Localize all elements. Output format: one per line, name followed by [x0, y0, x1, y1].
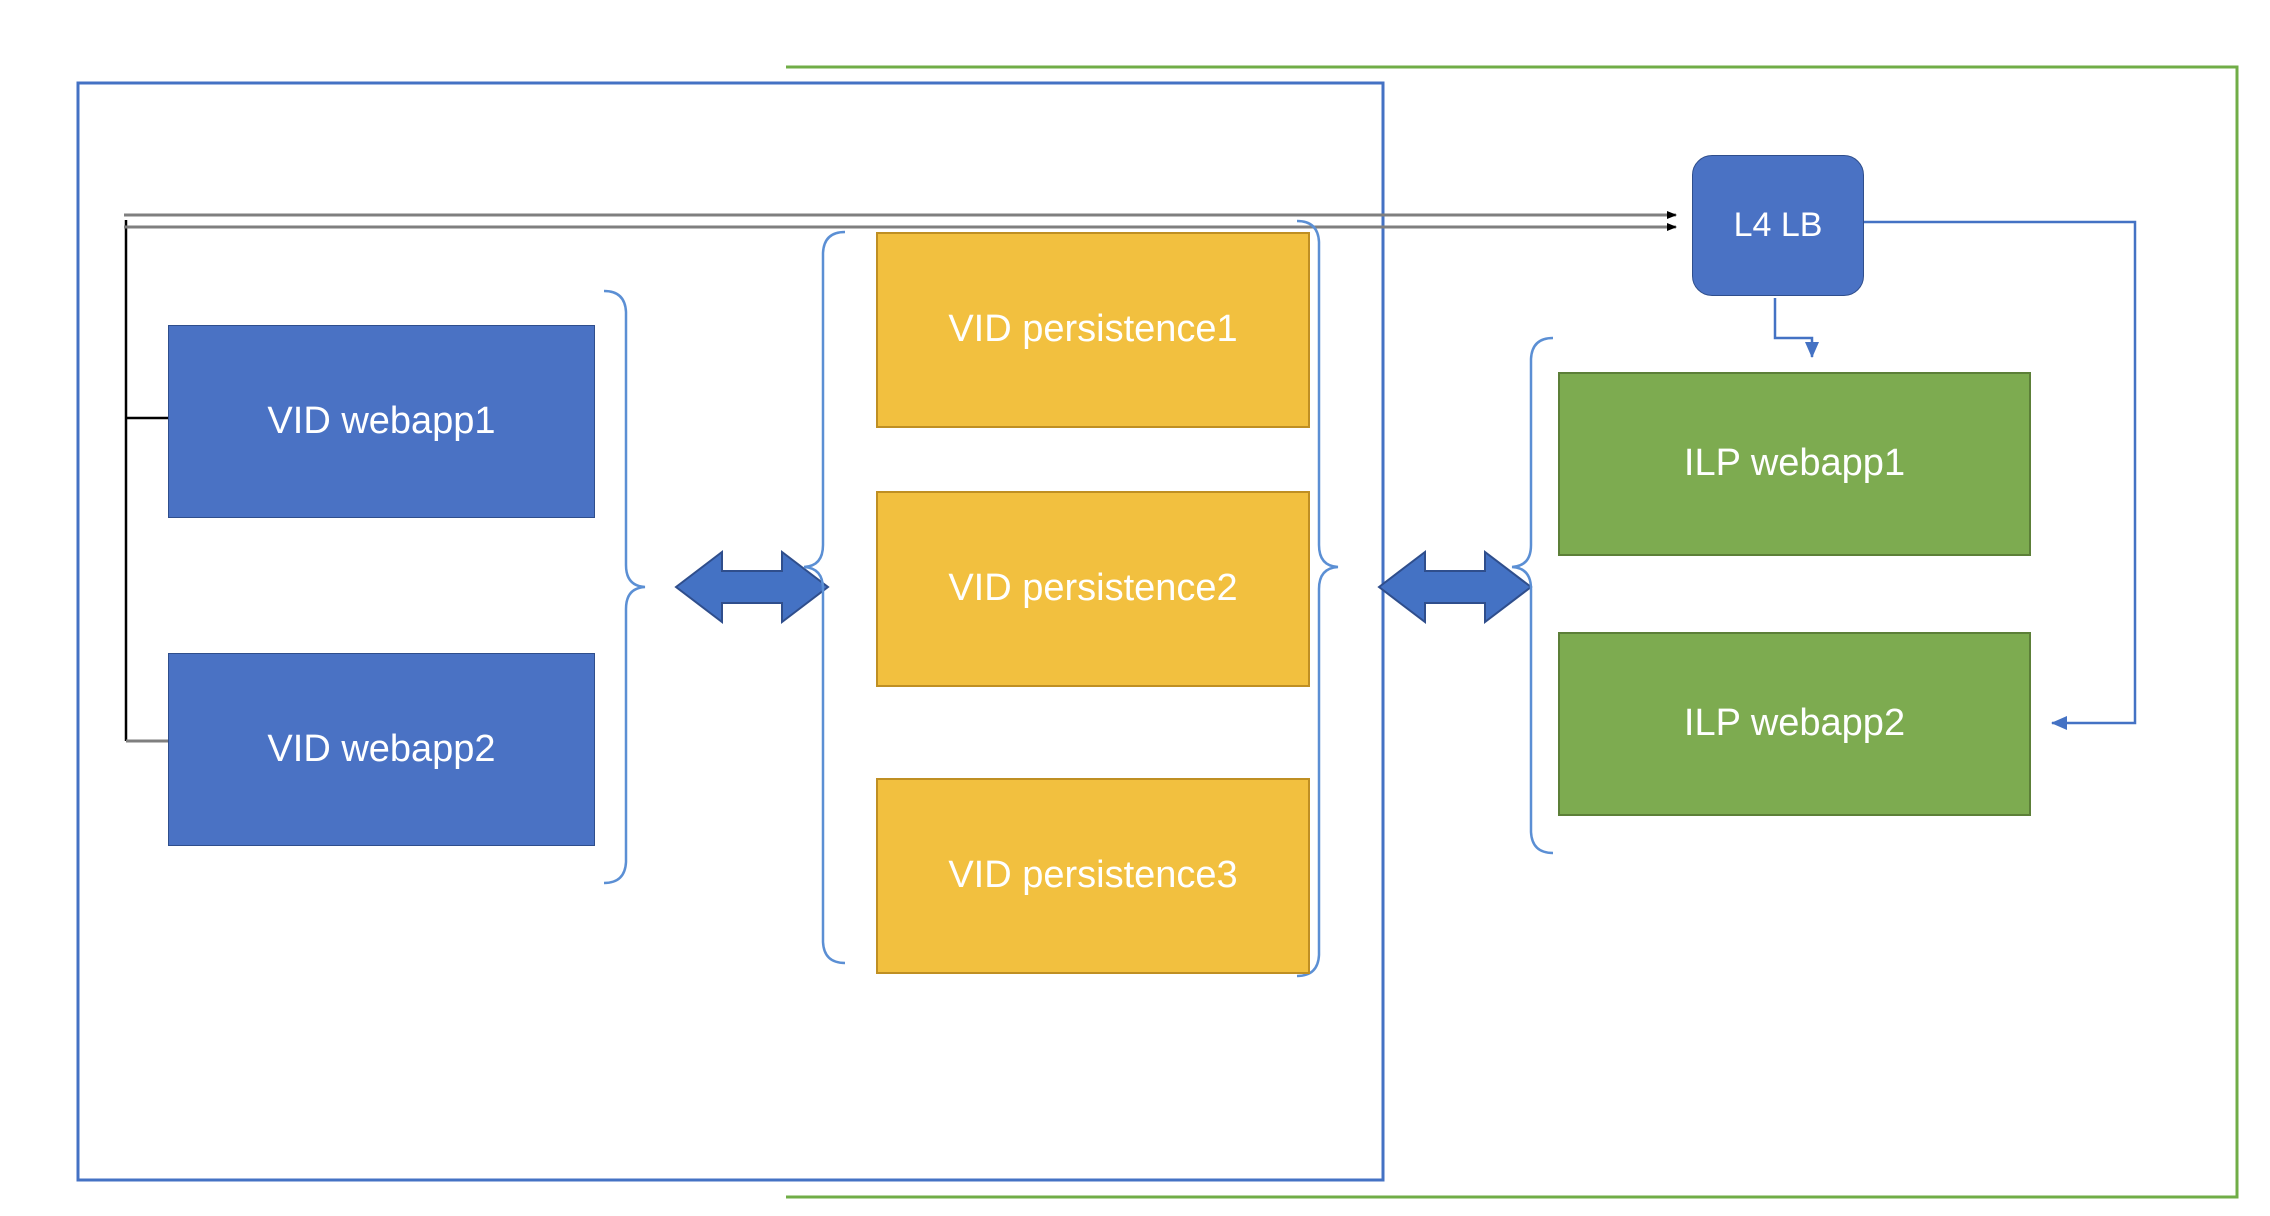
node-ilp-webapp1-label: ILP webapp1 — [1683, 442, 1906, 485]
vid-persistence-left-brace — [803, 230, 846, 965]
vid-webapp-group-brace — [603, 289, 646, 885]
node-vid-webapp1-label: VID webapp1 — [267, 399, 496, 442]
node-vid-persistence3-label: VID persistence3 — [948, 854, 1238, 897]
persistence-ilp-double-arrow — [1377, 549, 1533, 625]
node-ilp-webapp1[interactable]: ILP webapp1 — [1558, 372, 2031, 556]
webapp-persistence-double-arrow — [674, 549, 830, 625]
node-vid-persistence1-label: VID persistence1 — [948, 308, 1238, 351]
node-ilp-webapp2[interactable]: ILP webapp2 — [1558, 632, 2031, 816]
node-vid-webapp2[interactable]: VID webapp2 — [168, 653, 595, 846]
node-l4-lb[interactable]: L4 LB — [1692, 155, 1864, 296]
node-vid-webapp2-label: VID webapp2 — [267, 727, 496, 770]
node-vid-persistence2[interactable]: VID persistence2 — [876, 491, 1310, 687]
lb-to-ilp-webapp1-arrow — [1773, 298, 1819, 358]
node-vid-persistence2-label: VID persistence2 — [948, 567, 1238, 610]
node-ilp-webapp2-label: ILP webapp2 — [1683, 702, 1906, 745]
node-vid-persistence3[interactable]: VID persistence3 — [876, 778, 1310, 974]
node-vid-webapp1[interactable]: VID webapp1 — [168, 325, 595, 518]
ilp-webapp-group-brace — [1511, 336, 1554, 855]
node-l4-lb-label: L4 LB — [1733, 205, 1823, 244]
node-vid-persistence1[interactable]: VID persistence1 — [876, 232, 1310, 428]
